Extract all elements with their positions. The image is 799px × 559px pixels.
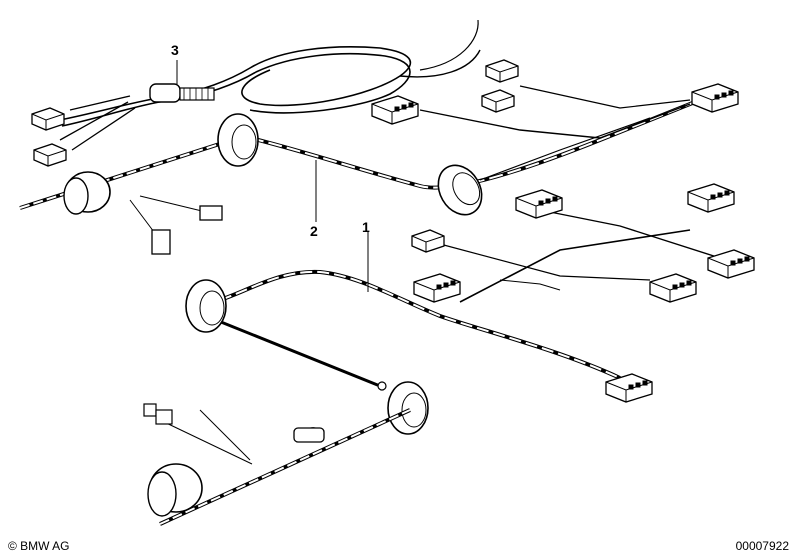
- callout-leaders: [176, 60, 369, 292]
- harness-part-1: [143, 183, 755, 526]
- callout-1: 1: [362, 219, 370, 235]
- callout-3: 3: [171, 42, 179, 58]
- diagram-number: 00007922: [735, 539, 789, 553]
- harness-part-3: [31, 19, 481, 167]
- callout-2: 2: [310, 223, 318, 239]
- copyright-label: © BMW AG: [8, 539, 70, 553]
- harness-part-2: [19, 59, 739, 255]
